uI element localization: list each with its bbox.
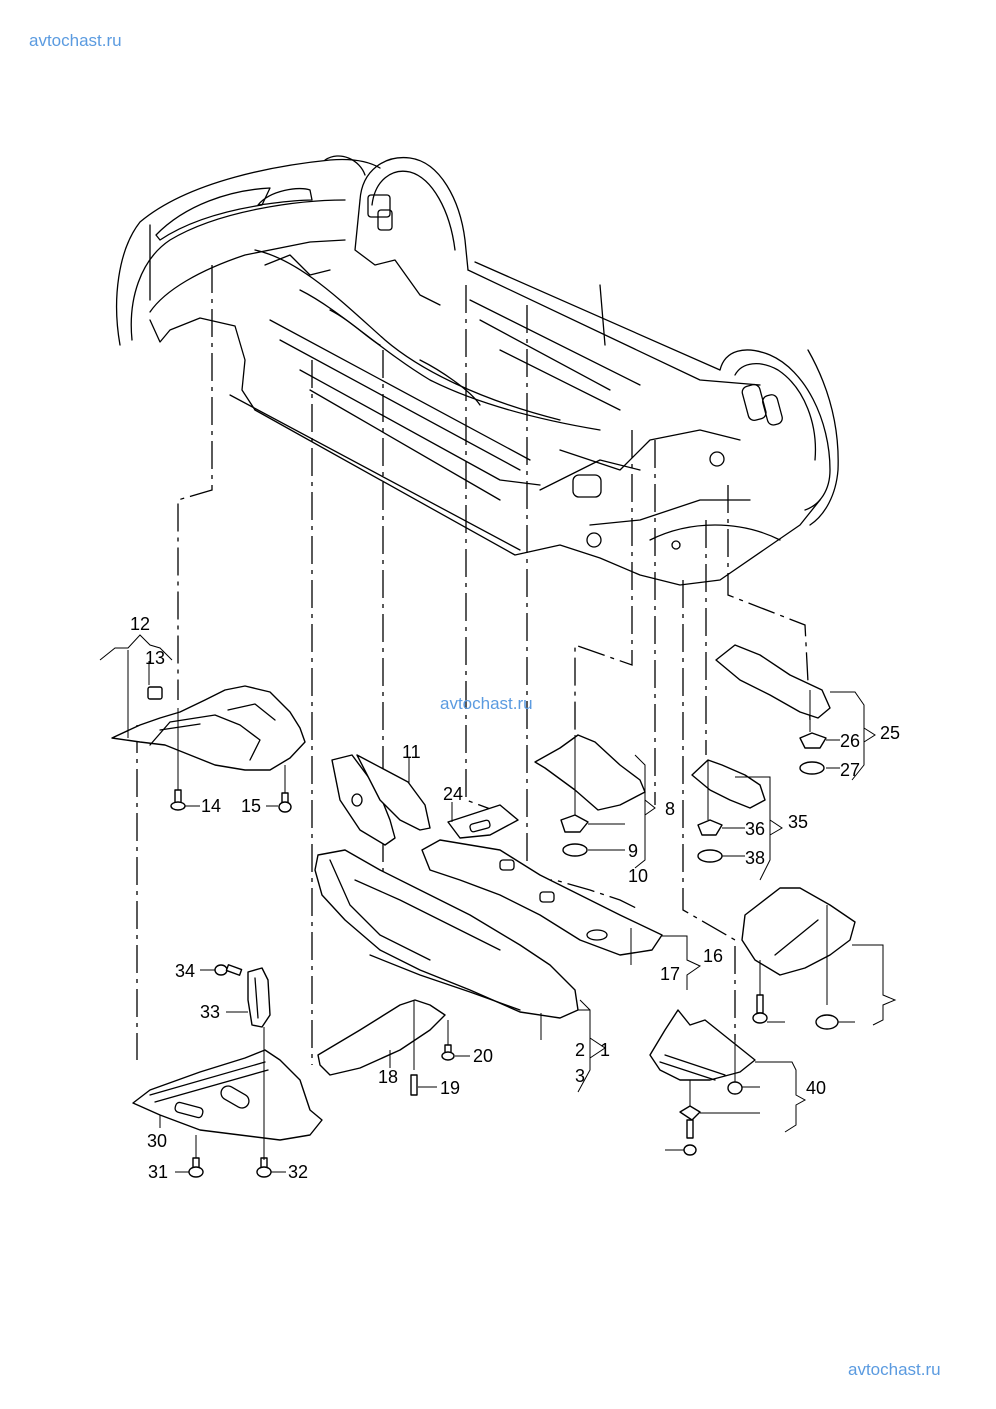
part-17-bracket [447, 802, 519, 839]
part-26-bracket [226, 967, 271, 1160]
part-27-bolt [200, 964, 243, 976]
part-7-heat-shield [331, 754, 431, 846]
callout-26: 33 [200, 1002, 220, 1022]
part-30-shield [691, 759, 783, 881]
callout-19: 26 [840, 731, 860, 751]
callout-8: 12 [130, 614, 150, 634]
callout-5: 9 [628, 841, 638, 861]
callout-17: 24 [443, 784, 463, 804]
callout-1: 1 [600, 1040, 610, 1060]
car-underbody [116, 155, 839, 586]
callout-9: 13 [145, 648, 165, 668]
callout-7: 11 [402, 742, 421, 762]
part-14-shield [317, 999, 470, 1096]
part-23-shield [132, 1049, 323, 1178]
callout-3: 3 [575, 1066, 585, 1086]
part-18-shield [715, 644, 876, 781]
callout-25: 32 [288, 1162, 308, 1182]
part-4-shield [534, 734, 656, 869]
callout-10: 14 [201, 796, 221, 816]
callout-13: 17 [660, 964, 680, 984]
callout-23: 30 [147, 1131, 167, 1151]
callout-27: 34 [175, 961, 195, 981]
callout-32: 38 [745, 848, 765, 868]
part-1-floor-panel [314, 849, 606, 1093]
callout-31: 36 [745, 819, 765, 839]
callout-24: 31 [148, 1162, 168, 1182]
watermark-top: avtochast.ru [29, 31, 122, 50]
part-33-shield [649, 1009, 807, 1156]
callout-4: 8 [665, 799, 675, 819]
part-38-shield [741, 887, 897, 1030]
part-12-floor-panel [421, 839, 702, 990]
callout-14: 18 [378, 1067, 398, 1087]
callout-16: 20 [473, 1046, 493, 1066]
callout-33: 40 [806, 1078, 826, 1098]
watermark-bottom: avtochast.ru [848, 1360, 941, 1379]
callout-labels: 12 13 14 15 11 24 9 10 8 26 27 25 36 38 … [130, 614, 900, 1182]
callout-15: 19 [440, 1078, 460, 1098]
callout-20: 27 [840, 760, 860, 780]
callout-18: 25 [880, 723, 900, 743]
callout-12: 16 [703, 946, 723, 966]
watermark-middle: avtochast.ru [440, 694, 533, 713]
callout-2: 2 [575, 1040, 585, 1060]
part-8-underbody-shield [99, 634, 306, 813]
callout-11: 15 [241, 796, 261, 816]
callout-6: 10 [628, 866, 648, 886]
callout-30: 35 [788, 812, 808, 832]
